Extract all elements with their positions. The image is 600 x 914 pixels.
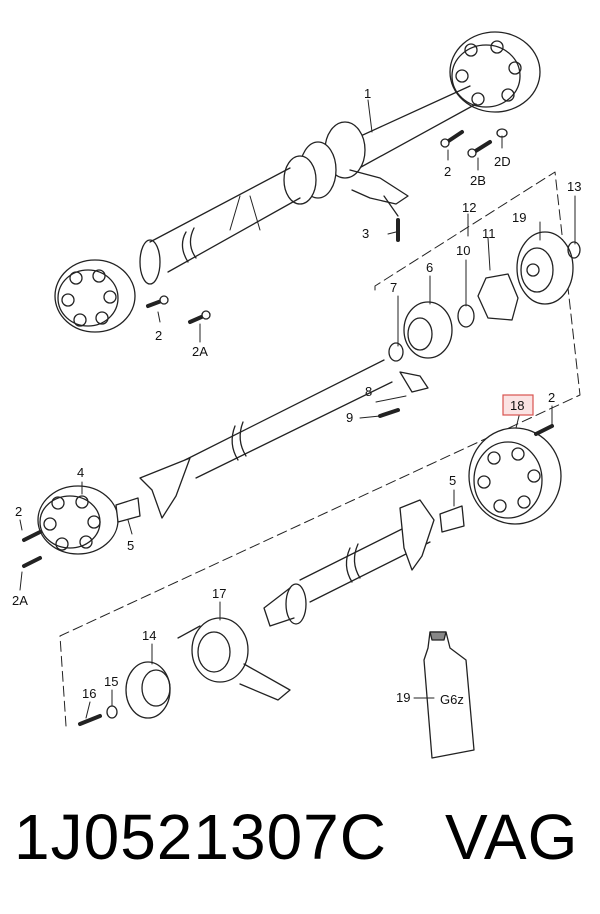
callout-2d: 2D: [494, 154, 511, 169]
bearing-flange-group: [388, 231, 581, 362]
highlight-box-18: [502, 394, 534, 416]
callout-2a-left: 2A: [192, 344, 208, 359]
callout-14: 14: [142, 628, 156, 643]
bolt-2b: [467, 140, 492, 158]
callout-2-left: 2: [155, 328, 162, 343]
callout-15: 15: [104, 674, 118, 689]
flex-disc-4: [22, 485, 141, 568]
callout-16: 16: [82, 686, 96, 701]
center-bearing-17: [177, 617, 291, 701]
tube-label: G6z: [440, 692, 464, 707]
callout-4: 4: [77, 465, 84, 480]
footer-caption: 1J0521307C VAG: [14, 800, 578, 874]
callout-1: 1: [364, 86, 371, 101]
callout-10: 10: [456, 243, 470, 258]
callout-5-right: 5: [449, 473, 456, 488]
callout-12: 12: [462, 200, 476, 215]
callout-18: 18: [510, 398, 524, 413]
callout-2-right: 2: [548, 390, 555, 405]
callout-2: 2: [444, 164, 451, 179]
callout-13: 13: [567, 179, 581, 194]
grease-tube: [423, 631, 475, 759]
propshaft-assembly: [54, 31, 541, 333]
brand-name: VAG: [444, 801, 579, 873]
rear-shaft: [263, 499, 435, 627]
callout-2-farleft: 2: [15, 504, 22, 519]
callout-3: 3: [362, 226, 369, 241]
callout-19-tube: 19: [396, 690, 410, 705]
callout-2b: 2B: [470, 173, 486, 188]
callout-8: 8: [365, 384, 372, 399]
bolt-2-top: [440, 130, 464, 148]
callout-6: 6: [426, 260, 433, 275]
callout-2a-farleft: 2A: [12, 593, 28, 608]
callout-17: 17: [212, 586, 226, 601]
bolt-2-left: [146, 295, 169, 308]
part-number: 1J0521307C: [14, 801, 387, 873]
detail-frame: [59, 171, 581, 727]
callout-7: 7: [390, 280, 397, 295]
callout-19: 19: [512, 210, 526, 225]
intermediate-shaft: [139, 359, 429, 519]
callout-5-left: 5: [127, 538, 134, 553]
bolt-2a-left: [188, 310, 211, 324]
callout-9: 9: [346, 410, 353, 425]
callout-11: 11: [482, 226, 496, 241]
flange-14: [78, 661, 171, 726]
flex-disc-18: [439, 424, 562, 533]
